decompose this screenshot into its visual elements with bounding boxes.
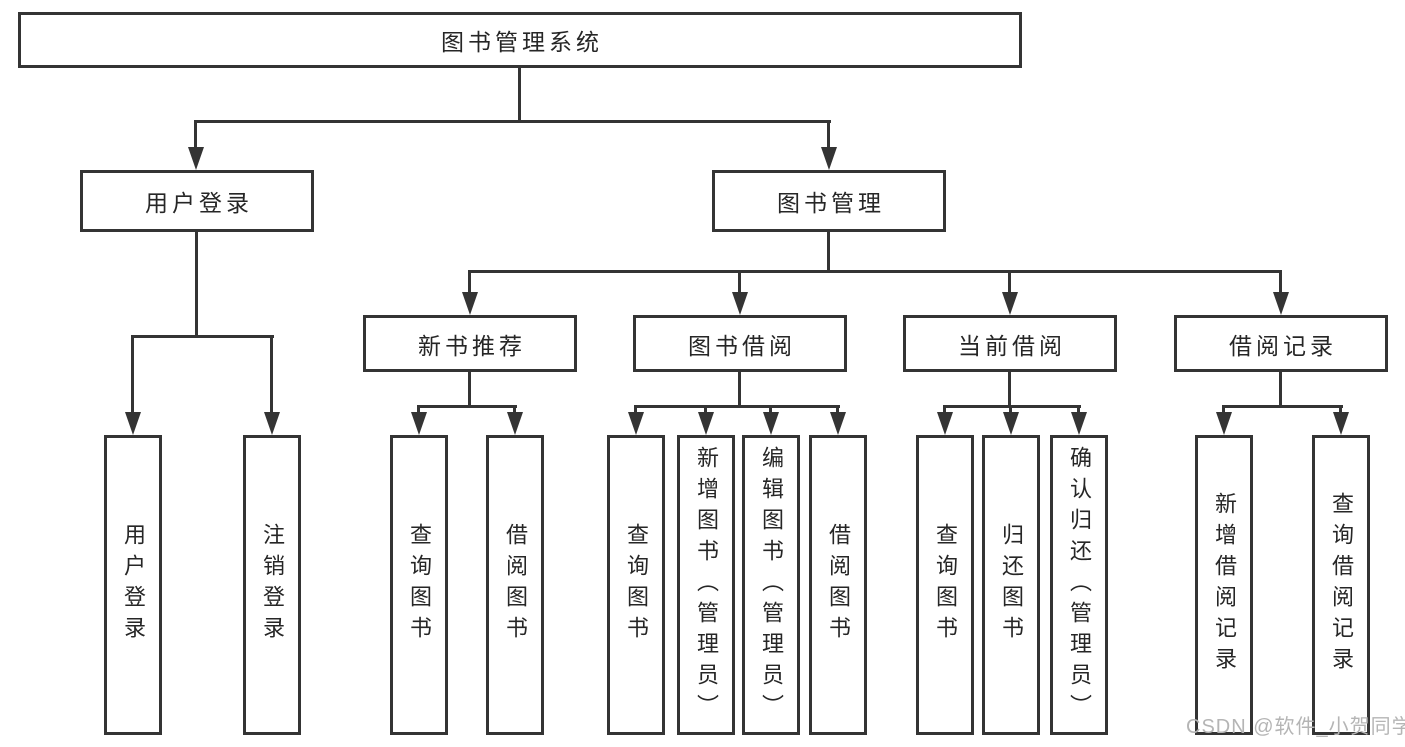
arrow-down-icon [830, 412, 846, 435]
leaf-user-login: 用户登录 [104, 435, 162, 735]
connector-line [418, 405, 517, 408]
node-book-management: 图书管理 [712, 170, 946, 232]
connector-line [1009, 405, 1012, 415]
leaf-label: 注销登录 [260, 523, 285, 647]
leaf-add-book-admin: 新增图书（管理员） [677, 435, 735, 735]
leaf-return-book: 归还图书 [982, 435, 1040, 735]
leaf-label: 借阅图书 [826, 523, 851, 647]
connector-line [836, 405, 839, 415]
arrow-down-icon [462, 292, 478, 315]
node-borrow-records: 借阅记录 [1174, 315, 1388, 372]
csdn-watermark: CSDN @软件_小贺同学 [1186, 716, 1405, 738]
arrow-down-icon [1002, 292, 1018, 315]
connector-line [417, 405, 420, 415]
node-new-book-recommend: 新书推荐 [363, 315, 577, 372]
leaf-logout: 注销登录 [243, 435, 301, 735]
connector-line [634, 405, 840, 408]
connector-line [827, 232, 830, 270]
connector-line [195, 232, 198, 335]
connector-line [634, 405, 637, 415]
connector-line [1222, 405, 1225, 415]
connector-line [131, 335, 134, 415]
connector-line [132, 335, 274, 338]
leaf-label: 新增图书（管理员） [694, 445, 719, 725]
connector-line [738, 372, 741, 405]
leaf-query-borrow-record: 查询借阅记录 [1312, 435, 1370, 735]
arrow-down-icon [507, 412, 523, 435]
leaf-label: 新增借阅记录 [1212, 492, 1237, 678]
connector-line [1008, 270, 1011, 295]
node-label: 图书管理 [777, 190, 885, 216]
leaf-label: 查询图书 [407, 523, 432, 647]
arrow-down-icon [821, 147, 837, 170]
leaf-label: 用户登录 [121, 523, 146, 647]
connector-line [1077, 405, 1080, 415]
leaf-confirm-return-admin: 确认归还（管理员） [1050, 435, 1108, 735]
connector-line [943, 405, 946, 415]
leaf-label: 查询图书 [624, 523, 649, 647]
arrow-down-icon [1216, 412, 1232, 435]
node-current-borrow: 当前借阅 [903, 315, 1117, 372]
leaf-borrow-books-recommend: 借阅图书 [486, 435, 544, 735]
node-user-login: 用户登录 [80, 170, 314, 232]
leaf-label: 查询图书 [933, 523, 958, 647]
arrow-down-icon [763, 412, 779, 435]
connector-line [468, 372, 471, 405]
leaf-label: 编辑图书（管理员） [759, 445, 784, 725]
arrow-down-icon [411, 412, 427, 435]
connector-line [1279, 372, 1282, 405]
connector-line [1279, 270, 1282, 295]
connector-line [270, 335, 273, 415]
node-label: 新书推荐 [418, 332, 526, 359]
connector-line [518, 68, 521, 120]
leaf-query-books-current: 查询图书 [916, 435, 974, 735]
connector-line [738, 270, 741, 295]
leaf-borrow-books: 借阅图书 [809, 435, 867, 735]
arrow-down-icon [732, 292, 748, 315]
connector-line [704, 405, 707, 415]
arrow-down-icon [698, 412, 714, 435]
connector-line [468, 270, 471, 295]
node-label: 借阅记录 [1229, 332, 1337, 359]
arrow-down-icon [937, 412, 953, 435]
connector-line [468, 270, 1282, 273]
node-label: 用户登录 [145, 190, 253, 216]
leaf-label: 确认归还（管理员） [1067, 445, 1092, 725]
leaf-edit-book-admin: 编辑图书（管理员） [742, 435, 800, 735]
leaf-label: 归还图书 [999, 523, 1024, 647]
node-label: 图书借阅 [688, 332, 796, 359]
leaf-query-books-recommend: 查询图书 [390, 435, 448, 735]
arrow-down-icon [1333, 412, 1349, 435]
arrow-down-icon [188, 147, 204, 170]
arrow-down-icon [264, 412, 280, 435]
arrow-down-icon [628, 412, 644, 435]
leaf-query-books-borrow: 查询图书 [607, 435, 665, 735]
arrow-down-icon [1273, 292, 1289, 315]
node-label: 当前借阅 [958, 332, 1066, 359]
leaf-add-borrow-record: 新增借阅记录 [1195, 435, 1253, 735]
connector-line [769, 405, 772, 415]
node-library-system: 图书管理系统 [18, 12, 1022, 68]
leaf-label: 借阅图书 [503, 523, 528, 647]
arrow-down-icon [1003, 412, 1019, 435]
arrow-down-icon [1071, 412, 1087, 435]
node-label: 图书管理系统 [441, 29, 603, 55]
connector-line [194, 120, 197, 150]
connector-line [827, 120, 830, 150]
connector-line [1339, 405, 1342, 415]
connector-line [1008, 372, 1011, 405]
connector-line [195, 120, 831, 123]
node-book-borrow: 图书借阅 [633, 315, 847, 372]
arrow-down-icon [125, 412, 141, 435]
connector-line [1223, 405, 1343, 408]
connector-line [944, 405, 1081, 408]
connector-line [513, 405, 516, 415]
leaf-label: 查询借阅记录 [1329, 492, 1354, 678]
